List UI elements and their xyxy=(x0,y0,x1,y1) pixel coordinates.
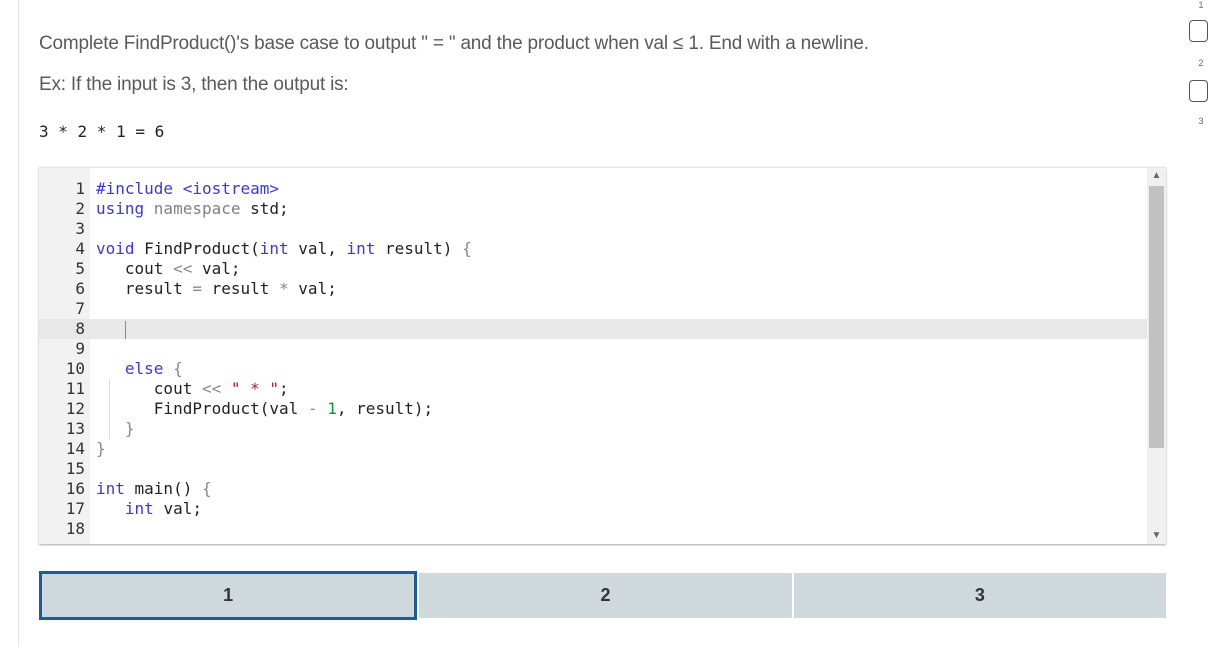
line-code: int main() { xyxy=(96,479,212,498)
line-number: 15 xyxy=(65,459,85,478)
code-editor[interactable]: 1 #include <iostream> 2 using namespace std… xyxy=(39,167,1166,544)
line-number-gutter xyxy=(39,168,90,544)
code-line[interactable]: 9 xyxy=(39,339,1147,359)
indent-guide xyxy=(109,379,110,439)
example-output: 3 * 2 * 1 = 6 xyxy=(39,122,165,141)
code-line[interactable]: 4 void FindProduct(int val, int result) { xyxy=(39,239,1147,259)
tab-step-3[interactable]: 3 xyxy=(793,573,1166,618)
line-number: 2 xyxy=(75,199,85,218)
scrollbar-thumb[interactable] xyxy=(1149,186,1164,448)
text-cursor xyxy=(124,320,126,339)
chevron-down-icon[interactable]: ▼ xyxy=(1151,530,1162,541)
code-line[interactable]: 7 xyxy=(39,299,1147,319)
code-line[interactable]: 17 int val; xyxy=(39,499,1147,519)
prompt-example-label: Ex: If the input is 3, then the output i… xyxy=(39,74,349,95)
line-number: 10 xyxy=(65,359,85,378)
line-code: else { xyxy=(96,359,183,378)
line-number: 7 xyxy=(75,299,85,318)
code-line[interactable]: 12 FindProduct(val - 1, result); xyxy=(39,399,1147,419)
line-code: } xyxy=(96,419,135,438)
code-line[interactable]: 3 xyxy=(39,219,1147,239)
chevron-up-icon[interactable]: ▲ xyxy=(1151,170,1162,181)
line-code: cout << val; xyxy=(96,259,241,278)
code-line[interactable]: 16 int main() { xyxy=(39,479,1147,499)
line-code: result = result * val; xyxy=(96,279,337,298)
code-line[interactable]: 18 xyxy=(39,519,1147,539)
level-label: 2 xyxy=(1198,58,1204,68)
line-number: 4 xyxy=(75,239,85,258)
level-indicator-panel: 1 2 3 xyxy=(1186,0,1216,140)
line-code: int val; xyxy=(96,499,202,518)
line-number: 5 xyxy=(75,259,85,278)
code-line[interactable]: 13 } xyxy=(39,419,1147,439)
line-number: 6 xyxy=(75,279,85,298)
line-code: FindProduct(val - 1, result); xyxy=(96,399,434,418)
line-number: 1 xyxy=(75,179,85,198)
checkbox-icon xyxy=(1189,80,1208,102)
code-line[interactable]: 2 using namespace std; xyxy=(39,199,1147,219)
step-tab-bar: 1 2 3 xyxy=(39,571,1166,620)
code-line[interactable]: 1 #include <iostream> xyxy=(39,179,1147,199)
line-number: 9 xyxy=(75,339,85,358)
line-number: 17 xyxy=(65,499,85,518)
line-number: 13 xyxy=(65,419,85,438)
code-line[interactable]: 15 xyxy=(39,459,1147,479)
line-code xyxy=(96,319,126,339)
level-label: 1 xyxy=(1198,0,1204,10)
line-code: using namespace std; xyxy=(96,199,289,218)
line-number: 8 xyxy=(75,319,85,338)
checkbox-icon xyxy=(1189,20,1208,42)
line-number: 11 xyxy=(65,379,85,398)
prompt-instruction: Complete FindProduct()'s base case to ou… xyxy=(39,33,869,54)
vertical-scrollbar[interactable]: ▲ ▼ xyxy=(1147,168,1166,544)
line-number: 18 xyxy=(65,519,85,538)
line-number: 16 xyxy=(65,479,85,498)
code-line[interactable]: 5 cout << val; xyxy=(39,259,1147,279)
line-code: #include <iostream> xyxy=(96,179,280,198)
code-line[interactable]: 11 cout << " * "; xyxy=(39,379,1147,399)
line-code: } xyxy=(96,439,106,458)
code-line[interactable]: 14} xyxy=(39,439,1147,459)
tab-step-2[interactable]: 2 xyxy=(419,573,792,618)
code-line[interactable]: 10 else { xyxy=(39,359,1147,379)
code-line[interactable]: 8 xyxy=(39,319,1147,339)
line-number: 3 xyxy=(75,219,85,238)
level-label: 3 xyxy=(1198,116,1204,126)
line-number: 14 xyxy=(65,439,85,458)
code-line[interactable]: 6 result = result * val; xyxy=(39,279,1147,299)
code-lines[interactable]: 1 #include <iostream> 2 using namespace std… xyxy=(39,179,1147,539)
page-divider xyxy=(18,0,19,647)
line-code: void FindProduct(int val, int result) { xyxy=(96,239,472,258)
line-number: 12 xyxy=(65,399,85,418)
line-code: cout << " * "; xyxy=(96,379,289,398)
tab-step-1[interactable]: 1 xyxy=(39,571,418,620)
